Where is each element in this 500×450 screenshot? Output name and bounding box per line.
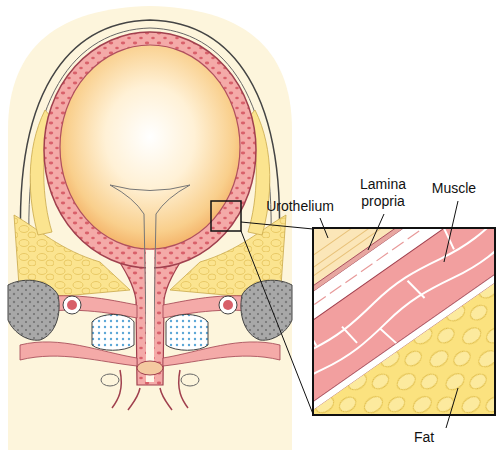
outflow-line xyxy=(112,370,188,410)
zoom-line xyxy=(241,231,313,414)
sphincter-block xyxy=(92,315,134,351)
pelvic-muscle xyxy=(163,342,280,366)
peritoneum-line xyxy=(29,28,271,262)
perineal-body xyxy=(181,374,199,386)
pelvic-muscle xyxy=(20,342,137,366)
fat-layer xyxy=(313,228,495,415)
part-label: Muscle xyxy=(424,180,484,197)
vessel xyxy=(219,296,237,314)
magnify-box xyxy=(211,201,241,231)
vessel xyxy=(223,300,233,310)
inset-frame xyxy=(313,228,495,415)
body-region xyxy=(8,6,292,450)
zoom-line xyxy=(241,222,313,229)
pelvic-bone xyxy=(241,280,292,340)
leader-line xyxy=(368,214,384,250)
vessel xyxy=(67,300,77,310)
bladder-lumen xyxy=(60,45,240,249)
meatus xyxy=(137,361,163,375)
perineal-body xyxy=(101,374,119,386)
part-label: Urothelium xyxy=(260,198,340,215)
leader-line xyxy=(320,218,328,238)
bladder-wall xyxy=(44,32,256,268)
sphincter-block xyxy=(166,315,208,351)
leader-line xyxy=(444,201,458,262)
pelvic-bone xyxy=(8,280,59,340)
part-label: Lamina propria xyxy=(345,176,421,210)
leader-line xyxy=(446,388,458,428)
vessel xyxy=(63,296,81,314)
part-label: Fat xyxy=(404,429,444,446)
inset-detail xyxy=(313,228,495,415)
